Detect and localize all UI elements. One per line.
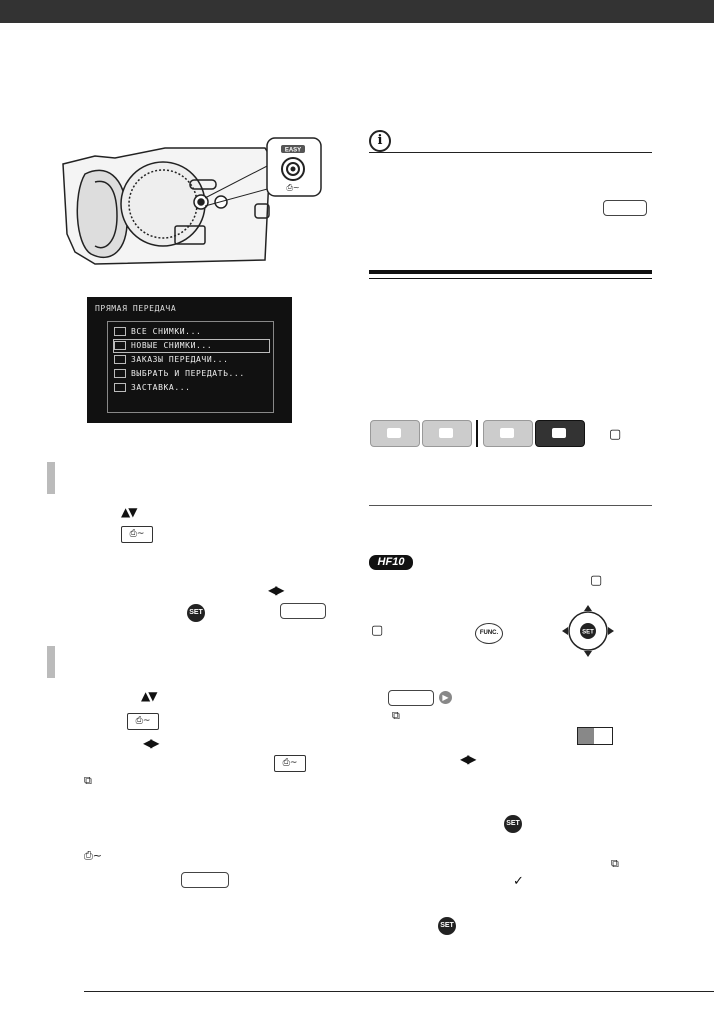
lcd-menu-frame: ВСЕ СНИМКИ... НОВЫЕ СНИМКИ... ЗАКАЗЫ ПЕР… <box>107 321 274 413</box>
page-reference-icon: ▢ <box>609 427 622 442</box>
left-right-arrows-icon: ◀▶ <box>460 752 477 766</box>
svg-text:SET: SET <box>582 630 594 636</box>
section-divider <box>369 505 652 506</box>
svg-text:EASY: EASY <box>285 148 301 154</box>
transfer-icon: ⧉ <box>84 774 92 787</box>
mode-photo-play <box>535 420 585 447</box>
lcd-menu-item-wallpaper[interactable]: ЗАСТАВКА... <box>114 382 269 394</box>
set-button-icon: SET <box>504 815 522 833</box>
mode-photo-record <box>422 420 472 447</box>
up-down-arrows-icon: ▲▼ <box>141 689 158 703</box>
note-divider <box>369 152 652 153</box>
print-share-icon: ⎙~ <box>121 526 153 543</box>
photo-play-icon <box>552 428 566 438</box>
checkmark-icon: ✓ <box>513 874 524 889</box>
photo-record-icon <box>439 428 453 438</box>
header-bar <box>0 0 714 23</box>
joystick-icon: SET <box>562 605 614 657</box>
transfer-orders-icon <box>114 355 126 364</box>
print-share-icon: ⎙~ <box>274 755 306 772</box>
page-reference-icon: ▢ <box>371 623 384 638</box>
movie-record-icon <box>387 428 401 438</box>
print-share-icon: ⎙~ <box>127 713 159 730</box>
transfer-icon: ⧉ <box>392 709 400 722</box>
svg-text:⎙~: ⎙~ <box>286 183 299 192</box>
wallpaper-icon <box>114 383 126 392</box>
all-images-icon <box>114 327 126 336</box>
lcd-menu-item-label: ВСЕ СНИМКИ... <box>131 327 202 336</box>
lcd-menu-item-orders[interactable]: ЗАКАЗЫ ПЕРЕДАЧИ... <box>114 354 269 366</box>
lcd-menu-item-label: ЗАКАЗЫ ПЕРЕДАЧИ... <box>131 355 229 364</box>
movie-play-icon <box>500 428 514 438</box>
transfer-icon: ⧉ <box>611 857 619 870</box>
info-icon: i <box>369 130 391 152</box>
up-down-arrows-icon: ▲▼ <box>121 505 138 519</box>
page-reference-icon: ▢ <box>590 573 603 588</box>
lcd-menu-item-new[interactable]: НОВЫЕ СНИМКИ... <box>113 339 270 353</box>
new-images-icon <box>114 341 126 350</box>
lcd-menu-item-select[interactable]: ВЫБРАТЬ И ПЕРЕДАТЬ... <box>114 368 269 380</box>
section-divider <box>369 270 652 274</box>
model-badge: HF10 <box>369 555 413 570</box>
mode-movie-play <box>483 420 533 447</box>
lcd-menu-item-label: ВЫБРАТЬ И ПЕРЕДАТЬ... <box>131 369 245 378</box>
footer-divider <box>84 991 714 992</box>
section-marker <box>47 646 55 678</box>
left-right-arrows-icon: ◀▶ <box>268 583 285 597</box>
print-share-icon: ⎙~ <box>84 849 103 862</box>
button-icon <box>388 690 434 706</box>
section-marker <box>47 462 55 494</box>
button-icon <box>181 872 229 888</box>
set-button-icon: SET <box>438 917 456 935</box>
set-button-icon: SET <box>187 604 205 622</box>
lcd-menu-title: ПРЯМАЯ ПЕРЕДАЧА <box>95 304 177 313</box>
button-icon <box>603 200 647 216</box>
mode-separator <box>476 420 478 447</box>
lcd-menu-item-label: НОВЫЕ СНИМКИ... <box>131 341 213 350</box>
mode-movie-record <box>370 420 420 447</box>
func-button-icon: FUNC. <box>475 623 503 644</box>
lcd-menu-item-label: ЗАСТАВКА... <box>131 383 191 392</box>
section-divider-thin <box>369 278 652 279</box>
lcd-menu-item-all[interactable]: ВСЕ СНИМКИ... <box>114 326 269 338</box>
camcorder-illustration: EASY ⎙~ <box>62 137 322 265</box>
button-icon <box>280 603 326 619</box>
select-transfer-icon <box>114 369 126 378</box>
transfer-mark-box <box>577 727 613 745</box>
lcd-menu-screen: ПРЯМАЯ ПЕРЕДАЧА ВСЕ СНИМКИ... НОВЫЕ СНИМ… <box>87 297 292 423</box>
next-arrow-icon: ▶ <box>439 691 452 704</box>
left-right-arrows-icon: ◀▶ <box>143 736 160 750</box>
